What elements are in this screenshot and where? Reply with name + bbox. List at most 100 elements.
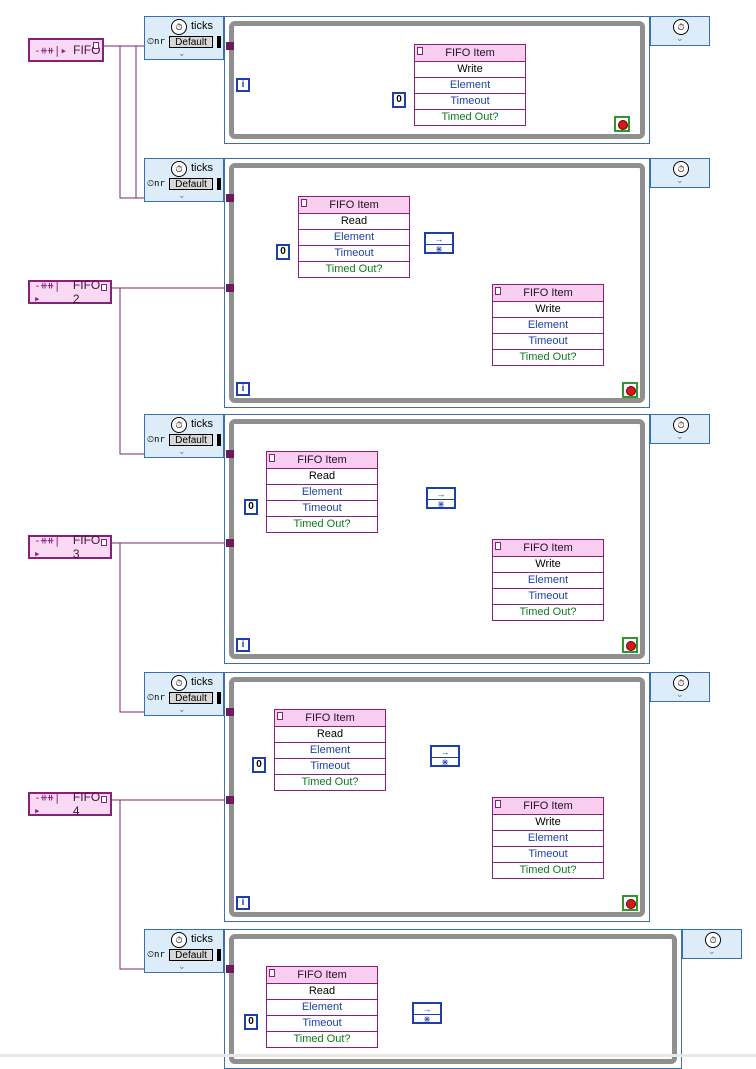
- timing-source-label: ⏲nr: [147, 950, 165, 960]
- timed-loop-5-right-node[interactable]: ⏱ ⌄: [682, 929, 742, 959]
- timeout-constant[interactable]: 0: [276, 244, 290, 260]
- chevron-down-icon: ⌄: [178, 190, 186, 200]
- fifo-read-node-5[interactable]: FIFO Item Read Element Timeout Timed Out…: [266, 966, 378, 1048]
- timeout-terminal[interactable]: Timeout: [415, 94, 525, 110]
- timeout-constant[interactable]: 0: [244, 1014, 258, 1030]
- build-array-node[interactable]: → ⋇: [426, 487, 456, 509]
- element-terminal[interactable]: Element: [275, 743, 385, 759]
- fifo-read-node-3[interactable]: FIFO Item Read Element Timeout Timed Out…: [266, 451, 378, 533]
- element-terminal[interactable]: Element: [267, 485, 377, 501]
- chevron-down-icon: ⌄: [178, 446, 186, 456]
- method-mode: Write: [493, 302, 603, 318]
- clock-icon: ⏱: [705, 932, 721, 948]
- timeout-terminal[interactable]: Timeout: [275, 759, 385, 775]
- timeout-terminal[interactable]: Timeout: [267, 1016, 377, 1032]
- timed-out-terminal[interactable]: Timed Out?: [293, 518, 351, 530]
- method-mode: Read: [299, 214, 409, 230]
- stop-terminal-icon[interactable]: [622, 382, 638, 398]
- method-title: FIFO Item: [523, 542, 573, 554]
- doc-icon: [101, 796, 107, 803]
- timed-loop-2-frame[interactable]: [224, 158, 650, 408]
- default-label: Default: [169, 949, 213, 961]
- fifo-reference-constant-3[interactable]: -⧺⧺|▸ FIFO 3: [28, 533, 112, 561]
- timeout-terminal[interactable]: Timeout: [493, 334, 603, 350]
- build-array-node[interactable]: → ⋇: [424, 232, 454, 254]
- fifo-ref-icon: -⧺⧺|▸: [34, 43, 68, 57]
- timed-out-terminal[interactable]: Timed Out?: [519, 606, 577, 618]
- method-title: FIFO Item: [305, 712, 355, 724]
- stop-terminal-icon[interactable]: [622, 895, 638, 911]
- fifo-tunnel: [226, 965, 234, 973]
- timeout-constant[interactable]: 0: [244, 499, 258, 515]
- timeout-terminal[interactable]: Timeout: [299, 246, 409, 262]
- chevron-down-icon: ⌄: [676, 175, 684, 185]
- method-header: FIFO Item: [493, 798, 603, 815]
- timed-loop-1-right-node[interactable]: ⏱ ⌄: [650, 16, 710, 46]
- timed-loop-2-right-node[interactable]: ⏱ ⌄: [650, 158, 710, 188]
- fifo-tunnel: [226, 708, 234, 716]
- element-terminal[interactable]: Element: [493, 831, 603, 847]
- build-array-node[interactable]: → ⋇: [430, 745, 460, 767]
- chevron-down-icon: ⌄: [676, 689, 684, 699]
- method-header: FIFO Item: [493, 540, 603, 557]
- bottom-edge: [0, 1054, 756, 1057]
- timed-loop-3-input-node[interactable]: ⏱ ticks ⏲nr Default ⌄: [144, 414, 224, 458]
- chevron-down-icon: ⌄: [708, 946, 716, 956]
- timeout-terminal[interactable]: Timeout: [267, 501, 377, 517]
- method-title: FIFO Item: [523, 287, 573, 299]
- element-terminal[interactable]: Element: [493, 318, 603, 334]
- timed-loop-1-input-node[interactable]: ⏱ ticks ⏲nr Default ⌄: [144, 16, 224, 60]
- timeout-terminal[interactable]: Timeout: [493, 589, 603, 605]
- timed-loop-4-input-node[interactable]: ⏱ ticks ⏲nr Default ⌄: [144, 672, 224, 716]
- fifo-ref-label: FIFO 4: [72, 790, 101, 818]
- stop-terminal-icon[interactable]: [614, 116, 630, 132]
- method-header: FIFO Item: [267, 967, 377, 984]
- timing-source-label: ⏲nr: [147, 693, 165, 703]
- timed-out-terminal[interactable]: Timed Out?: [519, 864, 577, 876]
- fifo-reference-constant-1[interactable]: -⧺⧺|▸ FIFO: [28, 38, 104, 62]
- fifo-write-node-2[interactable]: FIFO Item Write Element Timeout Timed Ou…: [492, 284, 604, 366]
- clock-icon: ⏱: [673, 417, 689, 433]
- ticks-label: ticks: [191, 933, 213, 945]
- timed-loop-3-right-node[interactable]: ⏱ ⌄: [650, 414, 710, 444]
- clock-icon: ⏱: [171, 675, 187, 691]
- fifo-write-node-3[interactable]: FIFO Item Write Element Timeout Timed Ou…: [492, 539, 604, 621]
- element-terminal[interactable]: Element: [415, 78, 525, 94]
- fifo-read-node-2[interactable]: FIFO Item Read Element Timeout Timed Out…: [298, 196, 410, 278]
- fifo-tunnel: [226, 42, 234, 50]
- ticks-label: ticks: [191, 162, 213, 174]
- timeout-terminal[interactable]: Timeout: [493, 847, 603, 863]
- timed-out-terminal[interactable]: Timed Out?: [293, 1033, 351, 1045]
- clock-icon: ⏱: [673, 19, 689, 35]
- timed-loop-4-right-node[interactable]: ⏱ ⌄: [650, 672, 710, 702]
- fifo-reference-constant-2[interactable]: -⧺⧺|▸ FIFO 2: [28, 278, 112, 306]
- element-terminal[interactable]: Element: [493, 573, 603, 589]
- build-array-node[interactable]: → ⋇: [412, 1002, 442, 1024]
- doc-icon: [101, 539, 107, 546]
- fifo-write-node-1[interactable]: FIFO Item Write Element Timeout Timed Ou…: [414, 44, 526, 126]
- timeout-constant[interactable]: 0: [252, 757, 266, 773]
- element-terminal[interactable]: Element: [299, 230, 409, 246]
- terminal-bar: [217, 949, 221, 961]
- method-mode: Write: [493, 815, 603, 831]
- stop-terminal-icon[interactable]: [622, 637, 638, 653]
- default-label: Default: [169, 36, 213, 48]
- element-terminal[interactable]: Element: [267, 1000, 377, 1016]
- fifo-tunnel: [226, 450, 234, 458]
- fifo-read-node-4[interactable]: FIFO Item Read Element Timeout Timed Out…: [274, 709, 386, 791]
- timed-out-terminal[interactable]: Timed Out?: [301, 776, 359, 788]
- timed-out-terminal[interactable]: Timed Out?: [519, 351, 577, 363]
- loop-2-inner-border: [229, 163, 645, 403]
- terminal-bar: [217, 692, 221, 704]
- timed-loop-5-input-node[interactable]: ⏱ ticks ⏲nr Default ⌄: [144, 929, 224, 973]
- fifo-ref-label: FIFO 2: [72, 278, 101, 306]
- method-header: FIFO Item: [493, 285, 603, 302]
- chevron-down-icon: ⌄: [676, 33, 684, 43]
- fifo-write-node-4[interactable]: FIFO Item Write Element Timeout Timed Ou…: [492, 797, 604, 879]
- timed-out-terminal[interactable]: Timed Out?: [441, 111, 499, 123]
- timed-out-terminal[interactable]: Timed Out?: [325, 263, 383, 275]
- timeout-constant[interactable]: 0: [392, 92, 406, 108]
- method-title: FIFO Item: [297, 454, 347, 466]
- timed-loop-2-input-node[interactable]: ⏱ ticks ⏲nr Default ⌄: [144, 158, 224, 202]
- fifo-reference-constant-4[interactable]: -⧺⧺|▸ FIFO 4: [28, 790, 112, 818]
